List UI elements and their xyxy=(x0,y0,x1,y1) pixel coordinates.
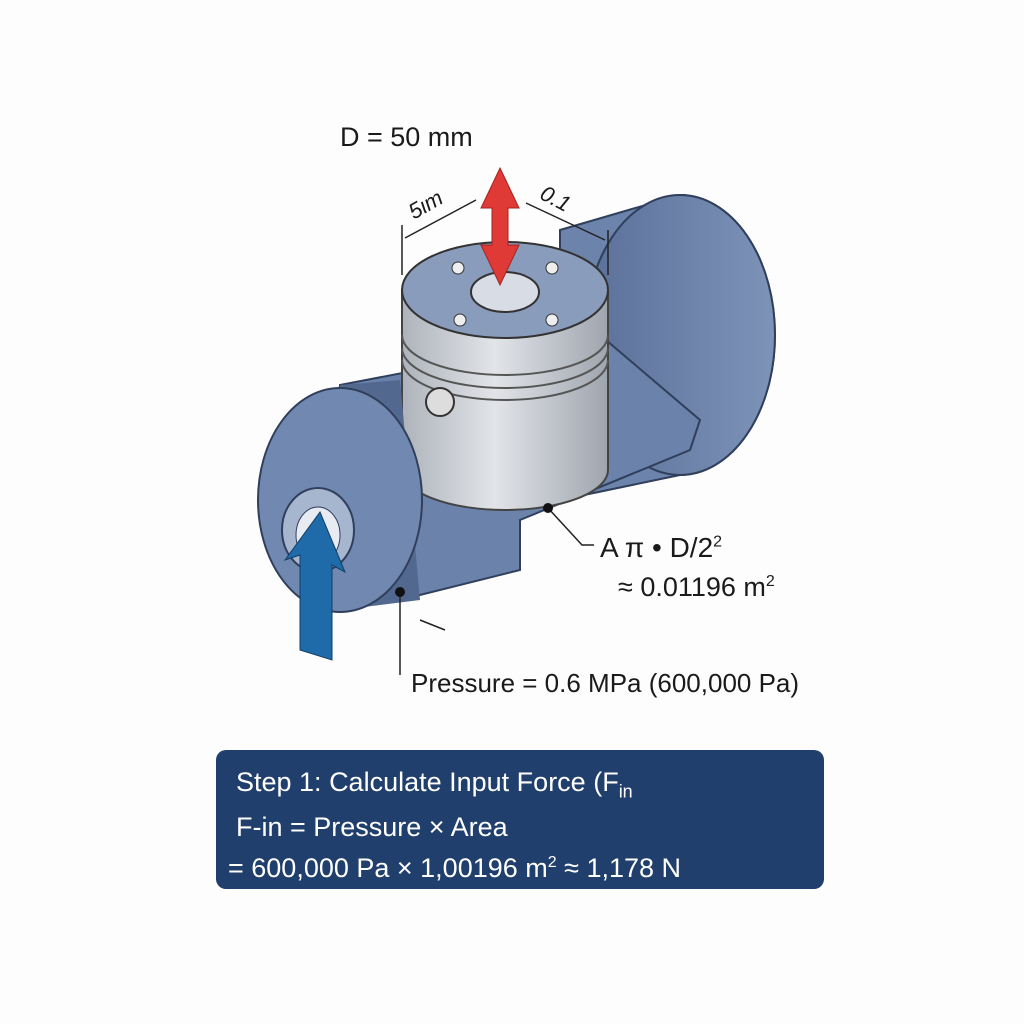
step-calculation: = 600,000 Pa × 1,00196 m2 ≈ 1,178 N xyxy=(228,845,804,886)
area-formula-text: A π • D/2 xyxy=(600,532,714,563)
area-value: ≈ 0.01196 m2 xyxy=(618,572,775,603)
left-end-cap xyxy=(257,380,423,613)
blue-pressure-arrow xyxy=(283,510,347,661)
area-formula: A π • D/22 xyxy=(600,532,722,564)
dimension-lines xyxy=(399,199,609,675)
step-title-text: Step 1: Calculate Input Force (F xyxy=(236,767,619,797)
calc-part-a: = 600,000 Pa × 1,00196 m xyxy=(228,853,548,884)
calc-part-b: ≈ 1,178 N xyxy=(556,853,682,884)
area-value-text: ≈ 0.01196 m xyxy=(618,572,766,602)
piston xyxy=(401,241,609,511)
area-callout-dot xyxy=(543,503,553,513)
area-formula-exponent: 2 xyxy=(713,533,723,551)
pressure-label: Pressure = 0.6 MPa (600,000 Pa) xyxy=(411,668,800,698)
red-force-arrow xyxy=(480,166,520,287)
step-title-subscript: in xyxy=(618,781,633,802)
pressure-callout-dot xyxy=(395,587,405,597)
area-value-exponent: 2 xyxy=(765,573,775,590)
step-calculation-box: Step 1: Calculate Input Force (Fin F-in … xyxy=(216,750,824,889)
step-formula: F-in = Pressure × Area xyxy=(236,812,508,843)
step-title: Step 1: Calculate Input Force (Fin xyxy=(236,764,804,809)
calc-exponent: 2 xyxy=(547,854,557,872)
diameter-label: D = 50 mm xyxy=(340,122,473,152)
